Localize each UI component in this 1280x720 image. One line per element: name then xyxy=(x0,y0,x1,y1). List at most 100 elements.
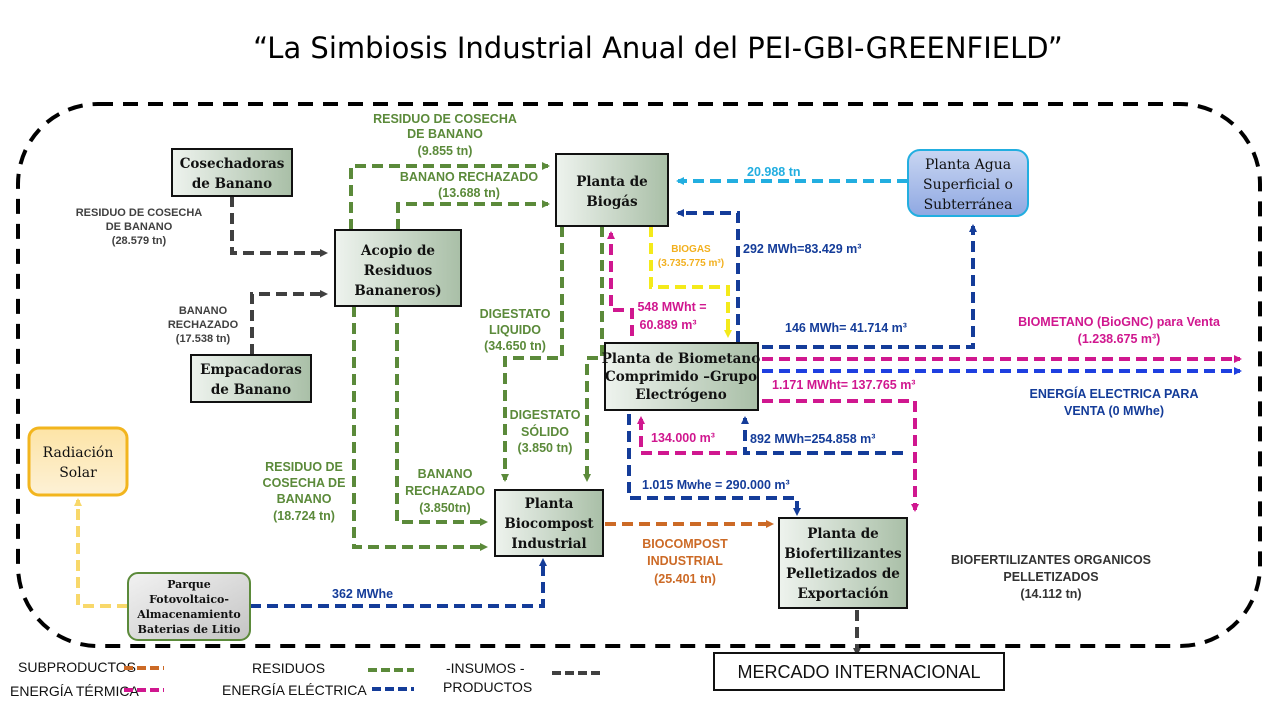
label-line: (3.850 tn) xyxy=(518,441,573,455)
label-line: BANANO RECHAZADO xyxy=(400,170,538,184)
node-biocompost-line2: Biocompost xyxy=(504,516,594,532)
label-line: DE BANANO xyxy=(407,127,483,141)
flow-electrica-biofert xyxy=(627,414,801,516)
label-acopio-biogas-residuo: RESIDUO DE COSECHA DE BANANO (9.855 tn) xyxy=(373,112,517,158)
label-line: LIQUIDO xyxy=(489,323,541,337)
node-fotovoltaico[interactable]: Parque Fotovoltaico- Almacenamiento Bate… xyxy=(127,572,251,641)
legend-subproductos-label: SUBPRODUCTOS xyxy=(18,659,136,675)
legend-insumos-label2: PRODUCTOS xyxy=(443,679,532,695)
node-fv-line3: Almacenamiento xyxy=(136,608,241,621)
flow-termica-retorno xyxy=(637,416,737,455)
label-line: (3.735.775 m³) xyxy=(658,258,724,269)
label-agua-biogas: 20.988 tn xyxy=(747,165,801,179)
node-cosechadoras[interactable]: Cosechadoras de Banano xyxy=(171,148,293,197)
diagram-title: “La Simbiosis Industrial Anual del PEI-G… xyxy=(253,31,1063,65)
label-line: (34.650 tn) xyxy=(484,339,546,353)
label-electrica-venta: ENERGÍA ELECTRICA PARA VENTA (0 MWhe) xyxy=(1030,386,1199,418)
legend-termica-label: ENERGÍA TÉRMICA xyxy=(10,683,140,699)
label-line: 60.889 m³ xyxy=(640,318,697,332)
node-acopio-line2: Residuos xyxy=(364,263,433,279)
label-cosechadoras-acopio: RESIDUO DE COSECHA DE BANANO (28.579 tn) xyxy=(76,207,203,247)
node-acopio[interactable]: Acopio de Residuos Bananeros) xyxy=(334,229,462,307)
node-fv-line1: Parque xyxy=(167,578,211,591)
label-biocompost-out: BIOCOMPOST INDUSTRIAL (25.401 tn) xyxy=(642,537,728,586)
node-solar[interactable]: Radiación Solar xyxy=(27,426,129,497)
label-line: (25.401 tn) xyxy=(654,572,716,586)
label-empacadoras-acopio: BANANO RECHAZADO (17.538 tn) xyxy=(168,305,239,345)
flow-acopio-biogas-rechazado xyxy=(396,200,550,230)
label-line: BIOCOMPOST xyxy=(642,537,728,551)
label-line: RECHAZADO xyxy=(168,319,239,331)
label-biometano-venta: BIOMETANO (BioGNC) para Venta (1.238.675… xyxy=(1018,315,1221,346)
label-biogas: BIOGAS (3.735.775 m³) xyxy=(658,244,724,269)
node-biometano[interactable]: Planta de Biometano Comprimido –Grupo El… xyxy=(602,342,760,411)
node-biofert-line3: Pelletizados de xyxy=(786,566,900,582)
label-acopio-biocompost-residuo: RESIDUO DE COSECHA DE BANANO (18.724 tn) xyxy=(263,460,346,523)
node-empacadoras-line1: Empacadoras xyxy=(200,362,302,378)
node-agua-line2: Superficial o xyxy=(923,177,1013,193)
node-biometano-line1: Planta de Biometano xyxy=(602,351,760,367)
flow-acopio-biocompost-residuo xyxy=(352,306,488,551)
legend-insumos-label1: -INSUMOS - xyxy=(446,660,525,676)
label-line: RESIDUO DE COSECHA xyxy=(373,112,517,126)
label-termica-biofert: 1.171 MWht= 137.765 m³ xyxy=(772,378,915,392)
label-line: (1.238.675 m³) xyxy=(1078,332,1161,346)
node-fv-line2: Fotovoltaico- xyxy=(149,593,229,606)
label-line: SÓLIDO xyxy=(521,424,569,439)
label-line: RESIDUO DE xyxy=(265,460,343,474)
flow-fv-solar xyxy=(74,498,128,608)
node-agua-line3: Subterránea xyxy=(924,197,1013,213)
label-digestato-solido: DIGESTATO SÓLIDO (3.850 tn) xyxy=(510,408,581,455)
label-line: RECHAZADO xyxy=(405,484,485,498)
node-acopio-line3: Bananeros) xyxy=(354,283,441,299)
label-biofert-out: BIOFERTILIZANTES ORGANICOS PELLETIZADOS … xyxy=(951,553,1151,601)
flow-termica-biogas xyxy=(607,231,634,336)
node-biometano-line3: Electrógeno xyxy=(635,387,726,403)
node-biofertilizantes[interactable]: Planta de Biofertilizantes Pelletizados … xyxy=(778,517,908,609)
system-boundary xyxy=(16,102,1262,648)
label-line: (18.724 tn) xyxy=(273,509,335,523)
label-line: BIOGAS xyxy=(671,244,711,255)
legend-residuos-label: RESIDUOS xyxy=(252,660,325,676)
node-mercado[interactable]: MERCADO INTERNACIONAL xyxy=(713,652,1005,691)
label-line: (13.688 tn) xyxy=(438,186,500,200)
flow-digestato-liquido xyxy=(501,226,564,482)
label-electrica-agua: 146 MWh= 41.714 m³ xyxy=(785,321,907,335)
node-cosechadoras-line2: de Banano xyxy=(192,176,272,192)
label-line: DIGESTATO xyxy=(510,408,581,422)
label-line: COSECHA DE xyxy=(263,476,346,490)
node-biogas-line2: Biogás xyxy=(586,194,638,210)
flow-biogas-biometano xyxy=(649,226,732,338)
label-electrica-retorno: 892 MWh=254.858 m³ xyxy=(750,432,875,446)
label-termica-biogas: 548 MWht = 60.889 m³ xyxy=(637,300,706,332)
node-mercado-label: MERCADO INTERNACIONAL xyxy=(737,662,980,682)
node-biometano-line2: Comprimido –Grupo xyxy=(605,369,757,385)
node-empacadoras-line2: de Banano xyxy=(211,382,291,398)
label-line: ENERGÍA ELECTRICA PARA xyxy=(1030,386,1199,401)
node-agua[interactable]: Planta Agua Superficial o Subterránea xyxy=(907,149,1029,217)
label-electrica-biogas: 292 MWh=83.429 m³ xyxy=(743,242,861,256)
label-line: 548 MWht = xyxy=(637,300,706,314)
node-biogas[interactable]: Planta de Biogás xyxy=(555,153,669,227)
label-line: BANANO xyxy=(179,305,228,317)
label-line: BIOMETANO (BioGNC) para Venta xyxy=(1018,315,1221,329)
label-line: (9.855 tn) xyxy=(418,144,473,158)
node-fv-line4: Baterias de Litio xyxy=(138,623,241,636)
node-empacadoras[interactable]: Empacadoras de Banano xyxy=(190,354,312,403)
node-agua-line1: Planta Agua xyxy=(925,157,1011,173)
node-biocompost[interactable]: Planta Biocompost Industrial xyxy=(494,489,604,557)
label-line: (3.850tn) xyxy=(419,501,470,515)
legend-electrica-label: ENERGÍA ELÉCTRICA xyxy=(222,682,367,698)
label-line: DE BANANO xyxy=(106,221,173,233)
node-solar-line2: Solar xyxy=(59,465,97,481)
label-line: INDUSTRIAL xyxy=(647,554,723,568)
flow-electrica-biogas xyxy=(676,209,740,342)
node-solar-line1: Radiación xyxy=(43,445,114,461)
node-biocompost-line3: Industrial xyxy=(511,536,586,552)
node-biofert-line2: Biofertilizantes xyxy=(784,546,902,562)
label-fv-biocompost: 362 MWhe xyxy=(332,587,393,601)
node-biogas-line1: Planta de xyxy=(576,174,648,190)
label-line: (14.112 tn) xyxy=(1020,587,1081,601)
label-termica-retorno: 134.000 m³ xyxy=(651,431,715,445)
